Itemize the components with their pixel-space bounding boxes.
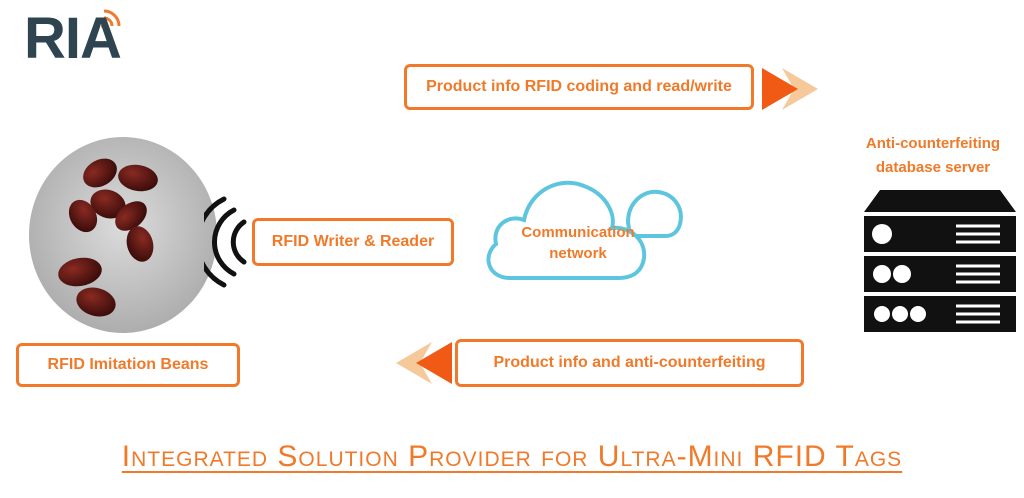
reader-box: RFID Writer & Reader [252, 218, 454, 266]
arrow-right-icon [762, 68, 818, 110]
beans-label-box: RFID Imitation Beans [16, 343, 240, 387]
server-rack-icon [864, 190, 1016, 332]
rfid-signal-waves-icon [204, 196, 247, 288]
cloud-label-line2: network [549, 245, 607, 262]
beans-label: RFID Imitation Beans [47, 356, 209, 373]
cloud-icon [486, 180, 683, 280]
server-label-line1: Anti-counterfeiting [865, 135, 1001, 152]
server-label-line2: database server [875, 159, 991, 176]
footer-title: Integrated Solution Provider for Ultra-M… [0, 440, 1024, 474]
logo [20, 4, 160, 84]
bottom-flow-label: Product info and anti-counterfeiting [493, 354, 766, 371]
reader-label: RFID Writer & Reader [271, 233, 435, 250]
logo-text: RIA [24, 6, 122, 71]
server-label: Anti-counterfeiting database server [838, 132, 1024, 180]
cloud-label-line1: Communication [521, 224, 635, 241]
top-flow-box: Product info RFID coding and read/write [404, 64, 754, 110]
cloud-label: Communication network [498, 222, 658, 264]
top-flow-label: Product info RFID coding and read/write [426, 78, 732, 95]
footer-title-text: Integrated Solution Provider for Ultra-M… [121, 440, 903, 473]
beans-photo [29, 137, 217, 333]
wifi-signal-icon [101, 9, 121, 29]
arrow-left-icon [396, 342, 452, 384]
bottom-flow-box: Product info and anti-counterfeiting [455, 339, 804, 387]
